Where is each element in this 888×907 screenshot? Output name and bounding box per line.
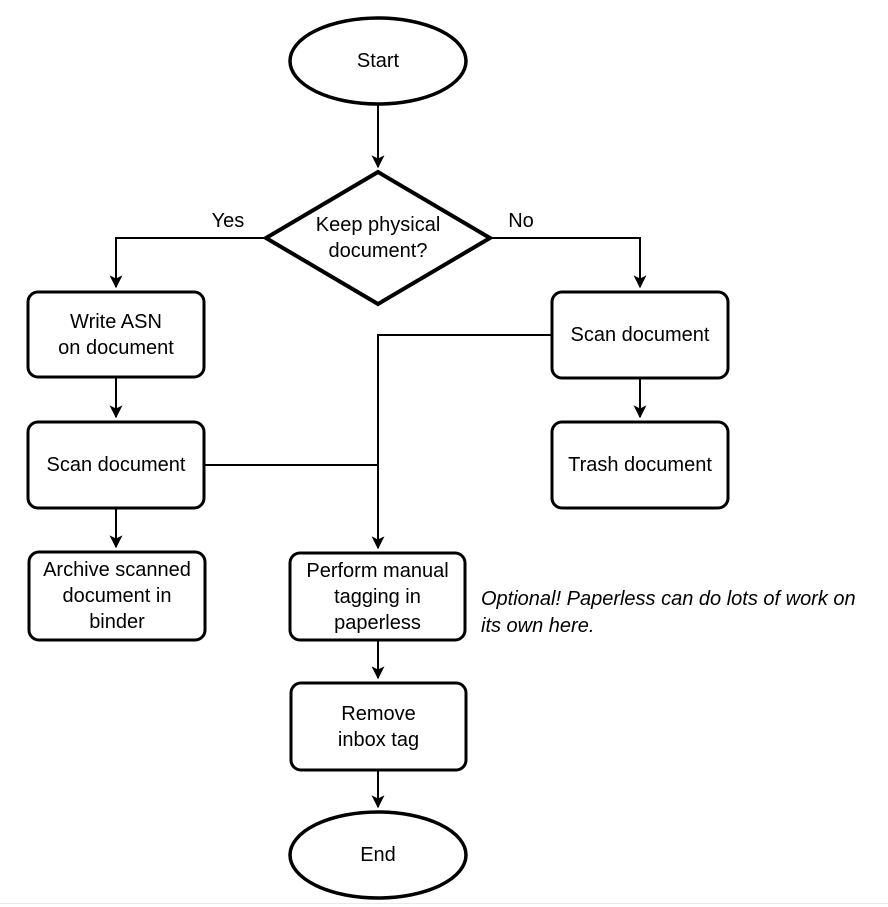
trash-document-label: Trash document [568, 454, 712, 476]
end-terminator-shape [288, 810, 468, 900]
end-label: End [360, 844, 396, 866]
tagging-label: Perform manual tagging in paperless [306, 559, 449, 634]
start-label: Start [356, 50, 400, 72]
edge-decision-yes [109, 237, 266, 289]
write-asn-label: Write ASN on document [58, 310, 174, 359]
bottom-divider [0, 903, 888, 904]
scan-document-left-label: Scan document [46, 454, 186, 476]
tagging-shape [288, 551, 467, 642]
remove-inbox-label: Remove inbox tag [337, 702, 420, 751]
decision-diamond-shape [262, 169, 494, 307]
edge-scanright-to-tagging [371, 334, 552, 550]
write-asn-shape [26, 290, 206, 379]
start-terminator-shape [288, 16, 468, 106]
scan-document-right-label: Scan document [570, 324, 710, 346]
edge-label-yes: Yes [211, 210, 245, 232]
optional-note: Optional! Paperless can do lots of work … [481, 588, 856, 637]
scan-document-left-shape [26, 420, 206, 510]
edge-label-no: No [508, 210, 534, 232]
archive-label: Archive scanned document in binder [43, 559, 191, 633]
scan-document-right-shape [550, 290, 730, 380]
decision-label: Keep physical document? [315, 214, 441, 262]
edge-decision-no [489, 237, 647, 289]
remove-inbox-shape [289, 681, 468, 772]
trash-document-shape [550, 420, 730, 510]
archive-shape [27, 550, 207, 642]
